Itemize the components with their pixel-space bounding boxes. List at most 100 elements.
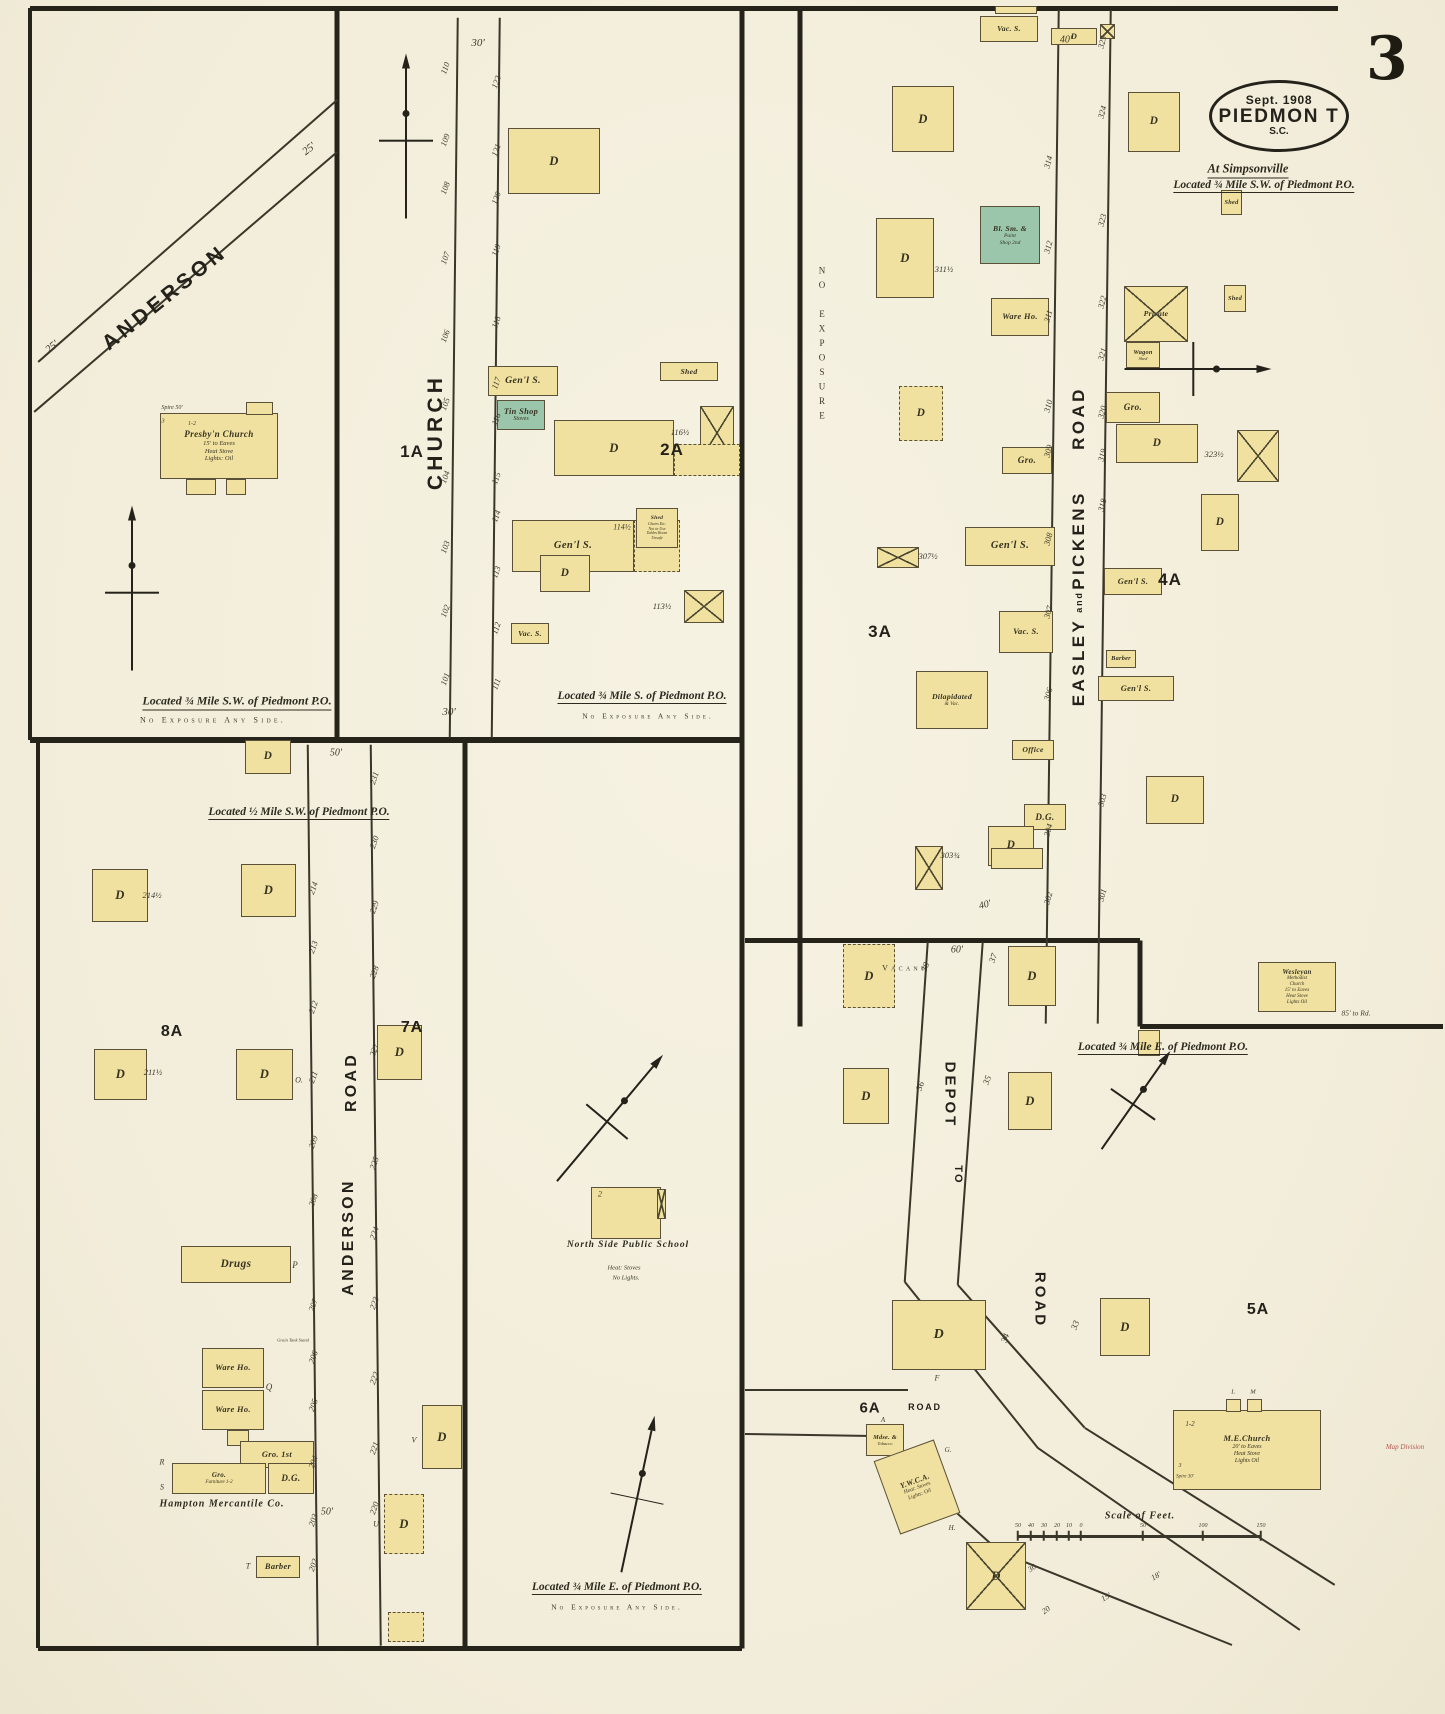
street-label: and: [1074, 591, 1084, 613]
crossed-bldg: [877, 547, 919, 568]
dwelling: D: [384, 1494, 424, 1554]
lot-number: 301: [1095, 887, 1109, 903]
map-label: T: [245, 1561, 251, 1571]
building-label: D: [1152, 436, 1162, 449]
building-label: Wagon: [1133, 348, 1153, 356]
north-arrow-shaft: [105, 520, 159, 671]
building-label: D: [263, 883, 274, 898]
north-arrow-crossbar: [105, 591, 159, 594]
building-label: Chairs Etc.: [647, 520, 667, 526]
building-label: Gro.: [1123, 402, 1143, 413]
building-label: D: [1070, 31, 1078, 41]
section-label: 1A: [400, 442, 424, 461]
lot-number: 324: [1095, 104, 1109, 120]
building-label: D: [933, 1326, 945, 1342]
map-label: No Exposure Any Side.: [582, 711, 714, 721]
map-label: M: [1250, 1388, 1256, 1396]
north-arrow-dot: [128, 562, 136, 569]
map-label: 30': [442, 706, 456, 718]
north-arrow-dot: [619, 1095, 630, 1106]
north-arrow-dot: [1213, 365, 1221, 373]
map-label: Located ¾ Mile S.W. of Piedmont P.O.: [142, 694, 332, 711]
map-label: 18': [1149, 1569, 1163, 1583]
lot-number: 312: [1041, 239, 1055, 255]
north-arrow-dot: [402, 110, 410, 117]
dwelling: D: [843, 1068, 889, 1124]
map-label: 50: [1140, 1523, 1146, 1529]
building-label: Not in Use: [648, 525, 666, 531]
road-line: [1056, 1531, 1058, 1541]
lot-number: 306: [1041, 686, 1055, 702]
dwelling: D: [892, 86, 954, 152]
lot-number: 121: [489, 142, 503, 158]
road-line: [1080, 1531, 1082, 1541]
lot-number: 206: [306, 1349, 320, 1365]
building-label: D: [1170, 793, 1180, 806]
crossed-bldg: [684, 590, 724, 623]
dwelling: D: [1116, 424, 1198, 463]
map-label: G.: [944, 1446, 952, 1454]
map-label: Located ¾ Mile E. of Piedmont P.O.: [1077, 1041, 1249, 1055]
north-arrow: [592, 1410, 684, 1579]
building-label: D: [916, 406, 926, 419]
map-label: 35: [980, 1074, 994, 1086]
dwelling: D: [1128, 92, 1180, 152]
north-arrow-shaft: [610, 1430, 664, 1573]
section-label: 8A: [160, 1023, 184, 1040]
dwelling: D: [1008, 946, 1056, 1006]
stamp-state: S.C.: [1269, 126, 1289, 138]
map-label: 3: [1178, 1463, 1182, 1469]
shed-strip: [995, 6, 1037, 14]
panel-border: [1140, 1023, 1443, 1029]
north-arrow-crossbar: [1192, 342, 1194, 396]
building-label: D: [918, 111, 928, 126]
map-label: 116½: [670, 427, 690, 437]
building-label: D: [259, 1067, 270, 1082]
dwelling: D: [1146, 776, 1204, 824]
street-label: ANDERSON: [340, 1178, 357, 1296]
building-label: Gen'l S.: [553, 539, 593, 551]
grocery: Gro.: [1002, 447, 1052, 474]
street-label: ANDERSON: [97, 240, 232, 355]
outbuildings: [991, 848, 1043, 869]
building-label: Tin Shop: [503, 406, 539, 416]
building-label: D: [115, 1067, 126, 1082]
north-arrow-head: [1256, 365, 1272, 373]
street-label: ROAD: [908, 1402, 942, 1412]
road-line: [1017, 1531, 1019, 1541]
map-label: 20: [1054, 1523, 1060, 1529]
map-label: 214½: [142, 890, 162, 900]
building-label: Tables Room: [646, 530, 668, 536]
north-arrow: [376, 53, 436, 219]
lot-number: 231: [367, 770, 381, 786]
dwelling: D: [843, 944, 895, 1008]
school-stairs: [657, 1189, 666, 1219]
map-label: 211½: [143, 1067, 163, 1077]
panel-border: [28, 8, 32, 740]
map-label: 1-2: [188, 421, 196, 427]
lot-number: 319: [1095, 447, 1109, 463]
road-line: [1202, 1531, 1204, 1541]
section-label: 5A: [1246, 1301, 1270, 1318]
building-label: D: [861, 1088, 871, 1103]
warehouse: Ware Ho.: [202, 1390, 264, 1430]
lot-number: 314: [1041, 154, 1055, 170]
map-label: A: [880, 1416, 886, 1424]
building-label: D: [263, 750, 273, 763]
dwelling: D: [1051, 28, 1097, 45]
building-label: Shop 2nd: [999, 239, 1021, 246]
building-label: Gen'l S.: [1120, 683, 1152, 693]
lot-number: 119: [489, 242, 503, 258]
building-label: D: [399, 1516, 409, 1531]
building-label: Gro.: [1017, 455, 1037, 466]
stamp-town: PIEDMON T: [1218, 105, 1340, 127]
building-label: Stoves: [513, 416, 529, 423]
map-label: 1-2: [1185, 1420, 1195, 1428]
map-label: Spire 30': [1176, 1474, 1194, 1480]
map-label: 307½: [918, 551, 938, 561]
small-bldg: [1138, 1030, 1160, 1056]
map-label: North Side Public School: [566, 1240, 690, 1250]
